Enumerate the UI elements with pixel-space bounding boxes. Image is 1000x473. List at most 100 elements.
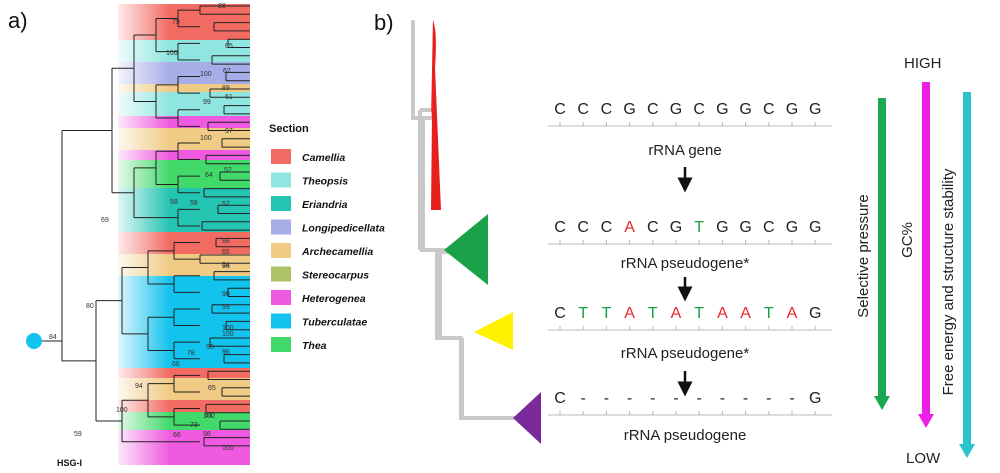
bootstrap-label: 65 — [225, 43, 233, 50]
legend-swatch — [271, 196, 291, 211]
purple-triangle — [513, 392, 541, 444]
nucleotide: A — [671, 305, 682, 322]
gradient-arrow-label: Selective pressure — [855, 194, 872, 317]
nucleotide: C — [601, 219, 613, 236]
nucleotide: C — [554, 101, 566, 118]
bootstrap-label: 99 — [203, 99, 211, 106]
row-caption: rRNA gene — [648, 142, 721, 159]
nucleotide: C — [577, 101, 589, 118]
cartoon-tree-stems — [418, 108, 516, 420]
nucleotide: A — [717, 305, 728, 322]
bootstrap-label: 94 — [135, 383, 143, 390]
low-label: LOW — [906, 450, 941, 467]
gradient-arrow-label: GC% — [899, 222, 916, 258]
nucleotide: C — [577, 219, 589, 236]
bootstrap-label: 59 — [74, 431, 82, 438]
bootstrap-label: 100 — [203, 413, 215, 420]
gradient-arrow-shaft — [963, 92, 971, 446]
nucleotide: G — [786, 101, 798, 118]
nucleotide: G — [809, 101, 821, 118]
nucleotide: T — [578, 305, 588, 322]
nucleotide: - — [697, 390, 702, 407]
nucleotide: C — [601, 101, 613, 118]
legend-swatch — [271, 313, 291, 329]
gradient-arrow-shaft — [878, 98, 886, 398]
legend-swatch — [271, 290, 291, 305]
bootstrap-label: 80 — [86, 303, 94, 310]
bootstrap-label: 58 — [170, 199, 178, 206]
bootstrap-label: 69 — [101, 217, 109, 224]
nucleotide: G — [739, 219, 751, 236]
color-band — [118, 84, 250, 92]
nucleotide: T — [764, 305, 774, 322]
band-fade — [110, 2, 170, 468]
legend-title: Section — [269, 123, 309, 135]
legend-swatch — [271, 243, 291, 258]
row-caption: rRNA pseudogene* — [621, 255, 750, 272]
bootstrap-label: 61 — [225, 94, 233, 101]
bootstrap-label: 57 — [222, 201, 230, 208]
bootstrap-label: 97 — [225, 128, 233, 135]
nucleotide: C — [554, 390, 566, 407]
nucleotide: C — [763, 219, 775, 236]
bootstrap-label: 99 — [222, 304, 230, 311]
row-caption: rRNA pseudogene* — [621, 345, 750, 362]
root-group-label: HSG-I — [57, 458, 82, 468]
bootstrap-label: 65 — [222, 249, 230, 256]
nucleotide: A — [624, 219, 635, 236]
green-triangle — [444, 214, 488, 285]
gradient-arrows: Selective pressure GC% Free energy and str… — [855, 82, 975, 458]
legend-swatch — [271, 266, 291, 282]
nucleotide: G — [670, 101, 682, 118]
legend-label: Stereocarpus — [302, 270, 369, 282]
bootstrap-label: 100 — [200, 135, 212, 142]
gradient-arrow-head — [918, 414, 934, 428]
row-caption: rRNA pseudogene — [624, 427, 747, 444]
nucleotide: T — [648, 305, 658, 322]
bootstrap-label: 100 — [116, 407, 128, 414]
red-triangle-edge — [431, 20, 436, 120]
nucleotide: T — [602, 305, 612, 322]
nucleotide: G — [809, 219, 821, 236]
bootstrap-label: 98 — [222, 263, 230, 270]
nucleotide: - — [650, 390, 655, 407]
gradient-arrow-label: Free energy and structure stability — [940, 168, 957, 395]
nucleotide: G — [809, 305, 821, 322]
bootstrap-label: 89 — [222, 85, 230, 92]
color-band — [118, 368, 250, 378]
nucleotide: T — [694, 219, 704, 236]
nucleotide: C — [763, 101, 775, 118]
nucleotide: G — [739, 101, 751, 118]
nucleotide: G — [809, 390, 821, 407]
nucleotide: - — [673, 390, 678, 407]
nucleotide: C — [554, 219, 566, 236]
legend-swatch — [271, 337, 291, 352]
bootstrap-label: 100 — [222, 331, 234, 338]
legend-swatch — [271, 172, 291, 188]
bootstrap-label: 98 — [222, 238, 230, 245]
tree-color-bands — [40, 2, 250, 468]
legend-label: Heterogenea — [302, 293, 366, 305]
gradient-arrow-shaft — [922, 82, 930, 416]
nucleotide: G — [716, 219, 728, 236]
legend-label: Archecamellia — [301, 246, 373, 258]
nucleotide: C — [554, 305, 566, 322]
nucleotide: - — [720, 390, 725, 407]
bootstrap-label: 65 — [208, 385, 216, 392]
legend-label: Camellia — [302, 152, 345, 164]
nucleotide: G — [716, 101, 728, 118]
gradient-arrow-head — [959, 444, 975, 458]
bootstrap-label: 100 — [166, 50, 178, 57]
nucleotide: C — [647, 219, 659, 236]
legend-label: Tuberculatae — [302, 317, 367, 329]
color-band — [118, 150, 250, 160]
nucleotide: G — [786, 219, 798, 236]
nucleotide: G — [670, 219, 682, 236]
bootstrap-label: 98 — [206, 344, 214, 351]
bootstrap-label: 100 — [200, 71, 212, 78]
bootstrap-label: 66 — [172, 361, 180, 368]
nucleotide: A — [740, 305, 751, 322]
phylogenetic-tree — [61, 5, 250, 447]
nucleotide: - — [627, 390, 632, 407]
